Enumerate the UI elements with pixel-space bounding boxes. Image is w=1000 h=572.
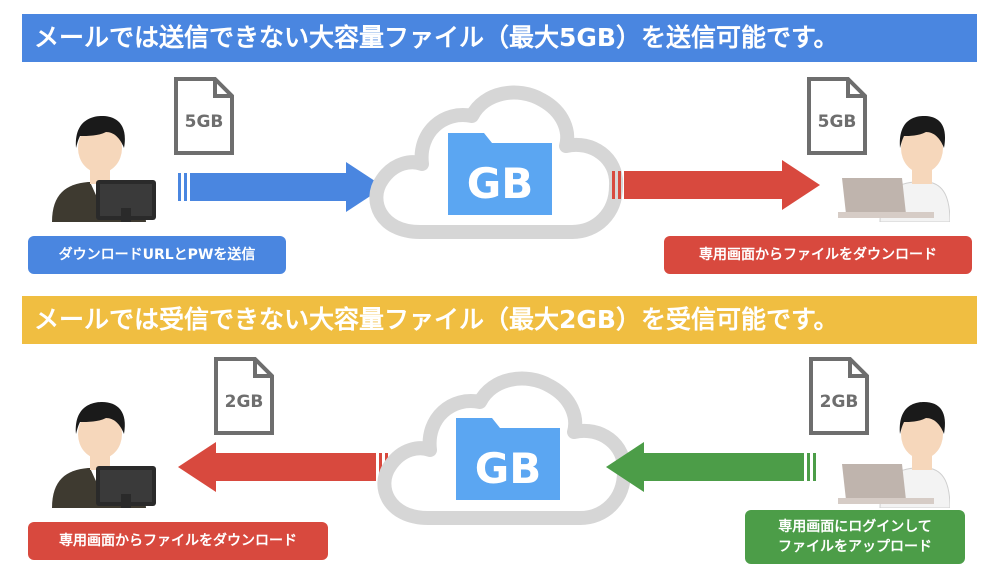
- send-banner: メールでは送信できない大容量ファイル（最大5GB）を送信可能です。: [22, 14, 977, 62]
- arrow-left-icon: [606, 442, 816, 492]
- arrow-right-icon: [612, 160, 820, 210]
- folder-icon: GB: [444, 125, 556, 217]
- login-upload-label: 専用画面にログインして ファイルをアップロード: [745, 510, 965, 564]
- sender-with-laptop-icon: [820, 388, 950, 508]
- file-icon: 2GB: [808, 356, 870, 436]
- receive-banner: メールでは受信できない大容量ファイル（最大2GB）を受信可能です。: [22, 296, 977, 344]
- recipient-with-laptop-icon: [820, 102, 950, 222]
- send-url-pw-label: ダウンロードURLとPWを送信: [28, 236, 286, 274]
- sender-at-computer-icon: [40, 102, 170, 222]
- file-size-label: 5GB: [817, 112, 857, 132]
- arrow-right-icon: [178, 162, 384, 212]
- file-size-label: 2GB: [819, 392, 859, 412]
- file-icon: 5GB: [806, 76, 868, 156]
- folder-label: GB: [466, 159, 534, 208]
- download-label: 専用画面からファイルをダウンロード: [664, 236, 972, 274]
- file-size-label: 2GB: [224, 392, 264, 412]
- download-label: 専用画面からファイルをダウンロード: [28, 522, 328, 560]
- folder-label: GB: [474, 444, 542, 493]
- file-icon: 5GB: [173, 76, 235, 156]
- folder-icon: GB: [452, 410, 564, 502]
- file-size-label: 5GB: [184, 112, 224, 132]
- arrow-left-icon: [178, 442, 388, 492]
- recipient-at-computer-icon: [40, 388, 170, 508]
- file-icon: 2GB: [213, 356, 275, 436]
